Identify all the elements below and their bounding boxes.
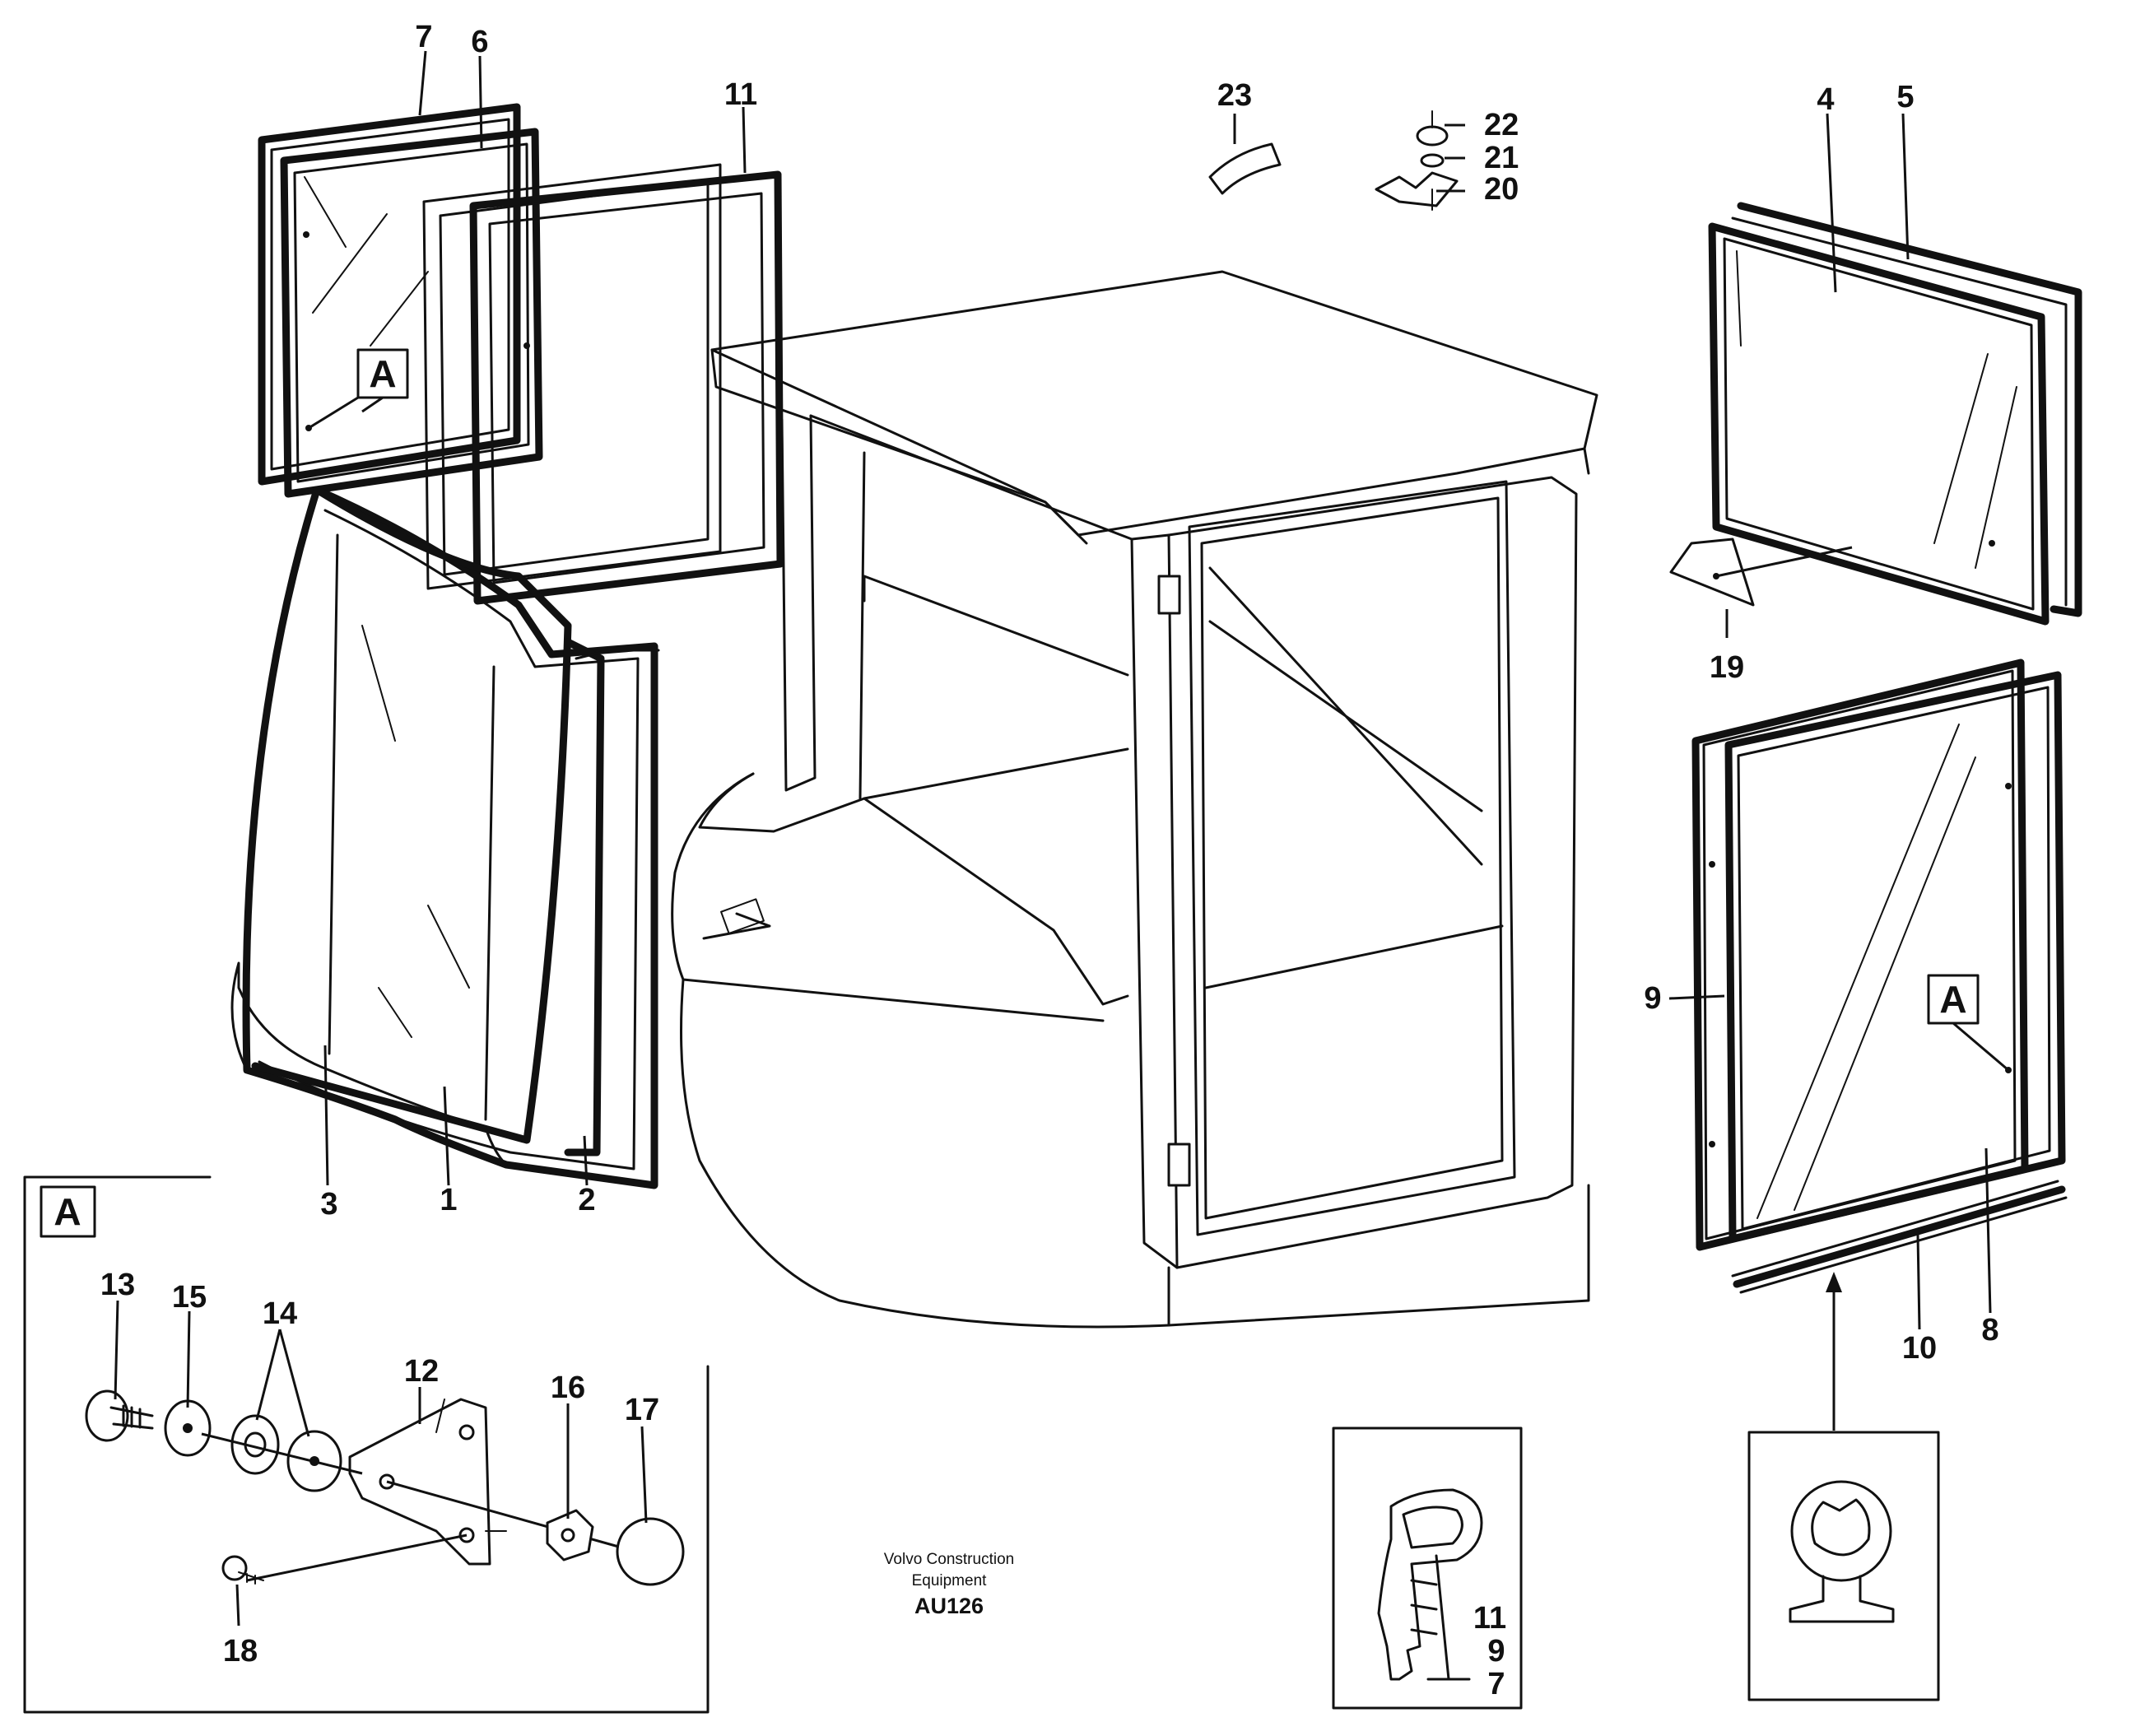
- detail-letter: A: [1939, 978, 1966, 1021]
- callout-2: 2: [578, 1183, 595, 1217]
- callout-17: 17: [625, 1393, 659, 1427]
- drawing-caption: Volvo Construction Equipment AU126: [884, 1551, 1014, 1618]
- part-19-cover: [1669, 538, 1853, 607]
- detail-a-flag-left: A: [308, 348, 409, 430]
- caption-line-1: Volvo Construction: [884, 1551, 1014, 1568]
- callout-5: 5: [1896, 80, 1914, 114]
- callout-16: 16: [551, 1371, 585, 1405]
- caption-line-2: Equipment: [912, 1572, 988, 1589]
- drawing-code: AU126: [914, 1594, 984, 1618]
- callout-9: 9: [1644, 981, 1661, 1016]
- front-side-window-assembly: [1691, 659, 2068, 1294]
- callout-1: 1: [440, 1183, 457, 1217]
- callout-15: 15: [172, 1280, 207, 1315]
- profile-callout-7: 7: [1487, 1667, 1505, 1701]
- callout-4: 4: [1817, 82, 1834, 117]
- callout-6: 6: [471, 25, 488, 59]
- detail-letter: A: [54, 1190, 81, 1233]
- seal-profile-box-right: [1747, 1272, 1940, 1701]
- callout-12: 12: [404, 1354, 439, 1389]
- callout-leaders: [114, 50, 1992, 1627]
- cab-body: [671, 270, 1598, 1329]
- callout-18: 18: [223, 1634, 258, 1669]
- profile-callout-9: 9: [1487, 1634, 1505, 1669]
- callout-14: 14: [263, 1296, 297, 1331]
- callout-3: 3: [320, 1187, 337, 1222]
- seal-profile-box-left: [1332, 1426, 1523, 1710]
- callout-8: 8: [1981, 1313, 1998, 1347]
- callout-21: 21: [1484, 141, 1519, 175]
- hose-part-23: [1208, 142, 1282, 195]
- windshield-assembly: [230, 486, 660, 1189]
- seal-frame-11: [422, 163, 784, 605]
- callout-22: 22: [1484, 108, 1519, 142]
- callout-7: 7: [415, 20, 432, 54]
- callout-19: 19: [1710, 650, 1744, 685]
- callout-23: 23: [1217, 78, 1252, 113]
- detail-a-flag-right: A: [1927, 974, 2009, 1072]
- detail-letter: A: [369, 352, 396, 395]
- rear-side-window-assembly: [258, 103, 543, 498]
- detail-a-box: A: [23, 1175, 710, 1714]
- rear-window-assembly: [1708, 202, 2082, 626]
- clip-parts-20-22: [1375, 110, 1459, 211]
- callout-numbers: 7 6 11 23 22 21 20 4 5 19 9 8 10 3 1 2 1…: [100, 20, 1999, 1701]
- callout-11: 11: [724, 77, 757, 112]
- callout-13: 13: [100, 1268, 135, 1302]
- callout-20: 20: [1484, 172, 1519, 207]
- profile-callout-11: 11: [1473, 1601, 1506, 1636]
- callout-10: 10: [1902, 1331, 1937, 1366]
